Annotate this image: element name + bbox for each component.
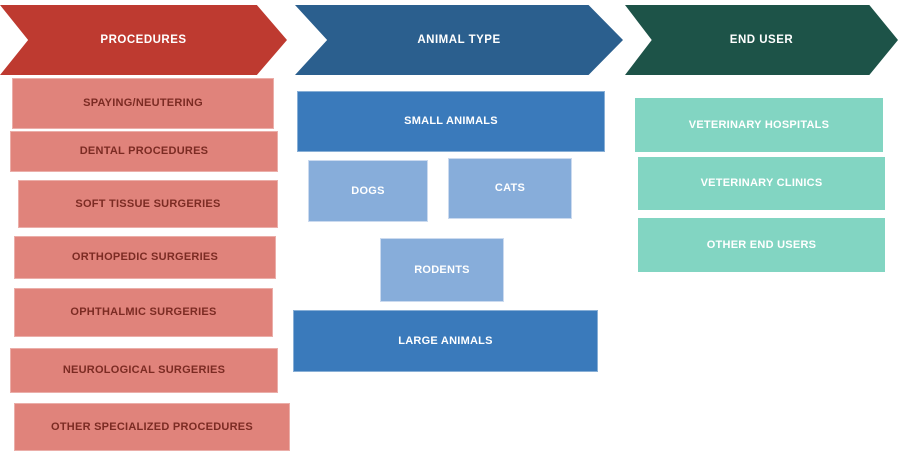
segment-box-veterinary-hospitals: VETERINARY HOSPITALS — [635, 98, 883, 152]
segment-box-orthopedic-surgeries: ORTHOPEDIC SURGERIES — [14, 236, 276, 279]
segment-label: OTHER END USERS — [706, 238, 817, 251]
segment-label: DOGS — [351, 184, 385, 197]
segment-label: OPHTHALMIC SURGERIES — [70, 306, 217, 319]
segment-box-other-specialized-procedures: OTHER SPECIALIZED PROCEDURES — [14, 403, 290, 451]
segment-box-neurological-surgeries: NEUROLOGICAL SURGERIES — [10, 348, 278, 393]
end-user-header-arrow: END USER — [625, 5, 898, 75]
end-user-header-label: END USER — [729, 34, 794, 46]
segment-label: CATS — [494, 182, 526, 195]
animal-type-header-label: ANIMAL TYPE — [417, 34, 501, 46]
segment-label: VETERINARY HOSPITALS — [688, 118, 830, 131]
segment-label: ORTHOPEDIC SURGERIES — [71, 251, 219, 264]
procedures-header-label: PROCEDURES — [100, 34, 187, 46]
segment-box-other-end-users: OTHER END USERS — [638, 218, 885, 272]
animal-type-header-arrow: ANIMAL TYPE — [295, 5, 623, 75]
segment-label: OTHER SPECIALIZED PROCEDURES — [51, 420, 253, 433]
segment-box-veterinary-clinics: VETERINARY CLINICS — [638, 157, 885, 210]
segment-box-soft-tissue-surgeries: SOFT TISSUE SURGERIES — [18, 180, 278, 228]
segment-label: DENTAL PROCEDURES — [79, 145, 209, 158]
segment-box-ophthalmic-surgeries: OPHTHALMIC SURGERIES — [14, 288, 273, 337]
procedures-header-arrow: PROCEDURES — [0, 5, 287, 75]
segment-box-dental-procedures: DENTAL PROCEDURES — [10, 131, 278, 172]
segment-label: SMALL ANIMALS — [404, 115, 498, 128]
segment-label: NEUROLOGICAL SURGERIES — [62, 364, 226, 377]
segment-box-dogs: DOGS — [308, 160, 428, 222]
segment-label: LARGE ANIMALS — [398, 334, 493, 347]
segment-box-cats: CATS — [448, 158, 572, 219]
segment-label: RODENTS — [414, 263, 470, 276]
segment-label: VETERINARY CLINICS — [700, 177, 823, 190]
segment-label: SOFT TISSUE SURGERIES — [75, 197, 221, 210]
segment-box-rodents: RODENTS — [380, 238, 504, 302]
segment-box-spaying-neutering: SPAYING/NEUTERING — [12, 78, 274, 129]
segment-box-large-animals: LARGE ANIMALS — [293, 310, 598, 372]
segment-label: SPAYING/NEUTERING — [83, 97, 203, 110]
segment-box-small-animals: SMALL ANIMALS — [297, 91, 605, 152]
